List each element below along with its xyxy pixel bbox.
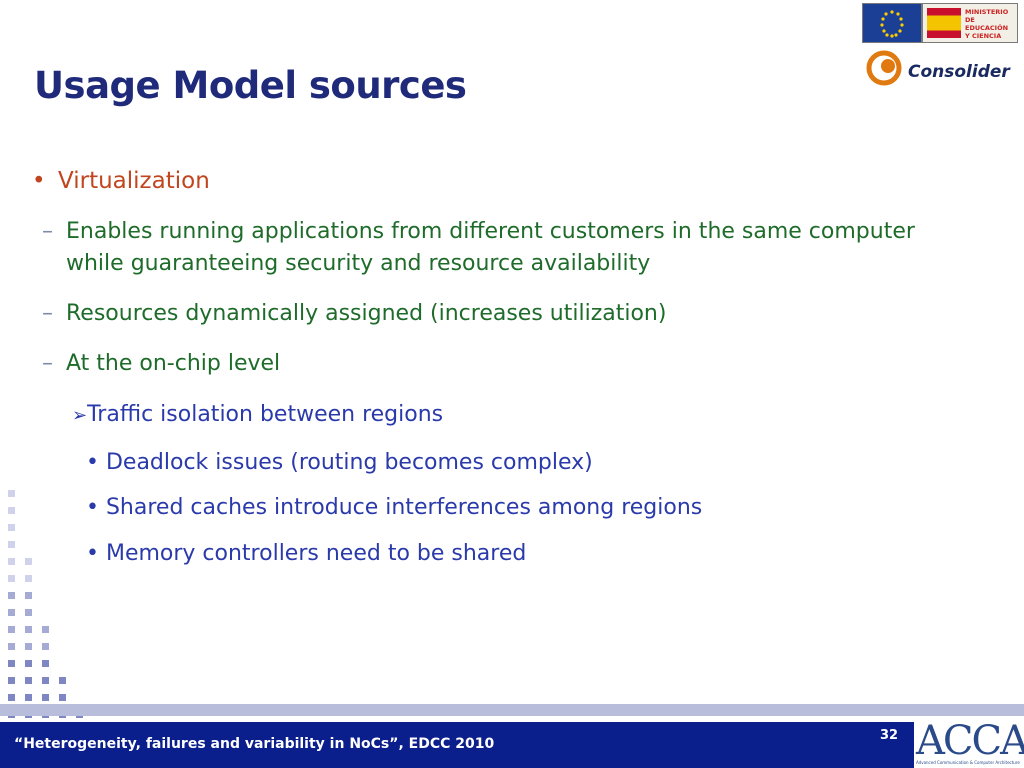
dot-square [8, 643, 15, 650]
dot-square [8, 609, 15, 616]
sub-item-memory: • Memory controllers need to be shared [86, 541, 527, 566]
footer-bar: “Heterogeneity, failures and variability… [0, 722, 1024, 768]
dot-square [8, 677, 15, 684]
dash-mark: – [42, 301, 53, 326]
dot-square [8, 694, 15, 701]
dot-square [42, 626, 49, 633]
arrow-item-traffic: ➢Traffic isolation between regions [72, 402, 443, 427]
dot-square [25, 694, 32, 701]
dot-square [25, 575, 32, 582]
bullet-mark: • [32, 168, 46, 194]
dot-square [42, 677, 49, 684]
acca-logo-subtitle: Advanced Communication & Computer Archit… [916, 760, 1020, 765]
dash-text: At the on-chip level [66, 351, 281, 376]
dot-square [8, 541, 15, 548]
arrow-bullet-icon: ➢ [72, 405, 88, 426]
dot-square [8, 575, 15, 582]
dot-square [25, 660, 32, 667]
dot-square [8, 524, 15, 531]
dot-square [25, 592, 32, 599]
ministry-logo-text: MINISTERIO DE EDUCACIÓN Y CIENCIA [965, 8, 1009, 40]
footer-band [0, 704, 1024, 716]
ministry-logo: MINISTERIO DE EDUCACIÓN Y CIENCIA [922, 3, 1018, 43]
dot-square [42, 643, 49, 650]
decorative-dot-grid [8, 490, 83, 718]
dash-text: Enables running applications from differ… [66, 219, 915, 276]
consolider-swirl-icon [866, 50, 902, 86]
spain-flag-icon [927, 8, 961, 38]
consolider-logo: Consolider [864, 48, 1024, 88]
dot-square [42, 660, 49, 667]
page-number: 32 [880, 728, 899, 743]
dot-square [59, 694, 66, 701]
dot-square [8, 592, 15, 599]
acca-logo-text: ACCA [916, 718, 1024, 764]
dot-square [8, 490, 15, 497]
dot-square [8, 507, 15, 514]
dot-square [25, 626, 32, 633]
dot-square [59, 677, 66, 684]
dot-square [42, 694, 49, 701]
acca-logo: ACCA Advanced Communication & Computer A… [914, 716, 1024, 768]
sub-item-deadlock: • Deadlock issues (routing becomes compl… [86, 450, 593, 475]
dash-text: Resources dynamically assigned (increase… [66, 301, 667, 326]
sub-item-caches: • Shared caches introduce interferences … [86, 495, 703, 520]
eu-stars-icon [880, 10, 904, 38]
arrow-item-text: Traffic isolation between regions [87, 402, 444, 427]
dot-square [25, 677, 32, 684]
dash-mark: – [42, 219, 53, 244]
bullet-text: Virtualization [58, 168, 210, 194]
footer-citation: “Heterogeneity, failures and variability… [14, 736, 495, 752]
dot-square [8, 626, 15, 633]
consolider-logo-text: Consolider [908, 62, 1010, 82]
eu-flag-logo [862, 3, 922, 43]
dot-square [25, 643, 32, 650]
dash-mark: – [42, 351, 53, 376]
slide-title: Usage Model sources [34, 64, 467, 107]
dot-square [8, 660, 15, 667]
dot-square [25, 609, 32, 616]
dot-square [8, 558, 15, 565]
dot-square [25, 558, 32, 565]
